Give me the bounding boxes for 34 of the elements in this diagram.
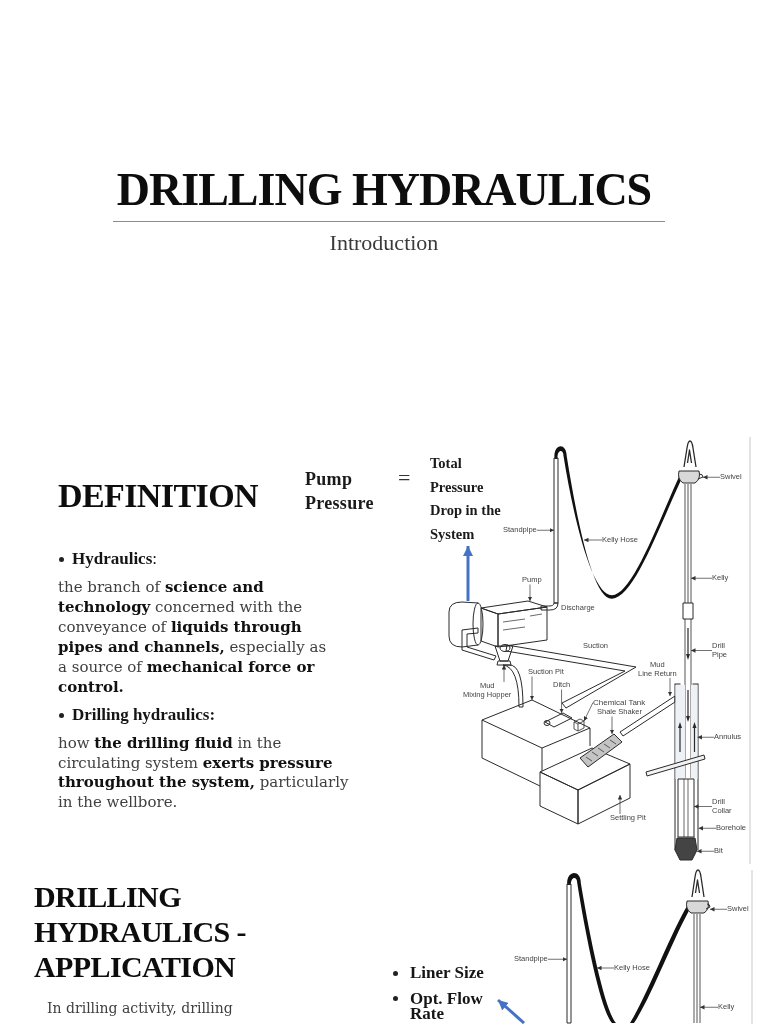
arrow [497, 998, 525, 1024]
mud-tank [481, 699, 591, 787]
mixing-hopper [494, 645, 514, 666]
section-heading: DEFINITION [58, 476, 258, 516]
equation-term: Pump Pressure [305, 468, 374, 515]
bullet-item: Liner Size [410, 964, 484, 982]
equation-result-text: Total Pressure Drop in the System [430, 452, 501, 546]
kelly [693, 913, 701, 1024]
slide-title: DRILLING HYDRAULICS [115, 164, 653, 216]
section-heading: DRILLING HYDRAULICS - APPLICATION [34, 879, 246, 984]
pump [448, 600, 548, 652]
paragraph: In drilling activity, drilling [47, 999, 234, 1018]
equals-sign: = [398, 466, 411, 490]
bullet-item: Opt. Flow Rate [410, 991, 498, 1021]
part-label: Chemical Tank [593, 698, 646, 707]
drill-pipe [684, 618, 692, 779]
swivel [678, 440, 704, 484]
ditch-trough [543, 712, 573, 728]
paragraph: how the drilling fluid in the circulating system exerts pressure throughout the system, particularly in the wellbore. [58, 734, 350, 813]
drill-bit [674, 837, 698, 861]
drill-collar [677, 778, 695, 838]
standpipe [553, 457, 559, 604]
bullet-heading: Drilling hydraulics: [72, 704, 216, 726]
subtitle: Introduction [328, 230, 440, 256]
chemical-tank [573, 718, 585, 732]
standpipe [566, 883, 572, 1024]
paragraph: the branch of science and technology concerned with the conveyance of liquids through pipes and channels, especially as a source of mechanical force or control. [58, 577, 328, 697]
kelly [684, 483, 692, 604]
arrow [463, 546, 473, 601]
borehole [674, 683, 699, 850]
shale-shaker [579, 733, 623, 768]
annulus [675, 685, 698, 779]
swivel [686, 869, 711, 914]
bullet-heading: Hydraulics: [72, 548, 158, 570]
